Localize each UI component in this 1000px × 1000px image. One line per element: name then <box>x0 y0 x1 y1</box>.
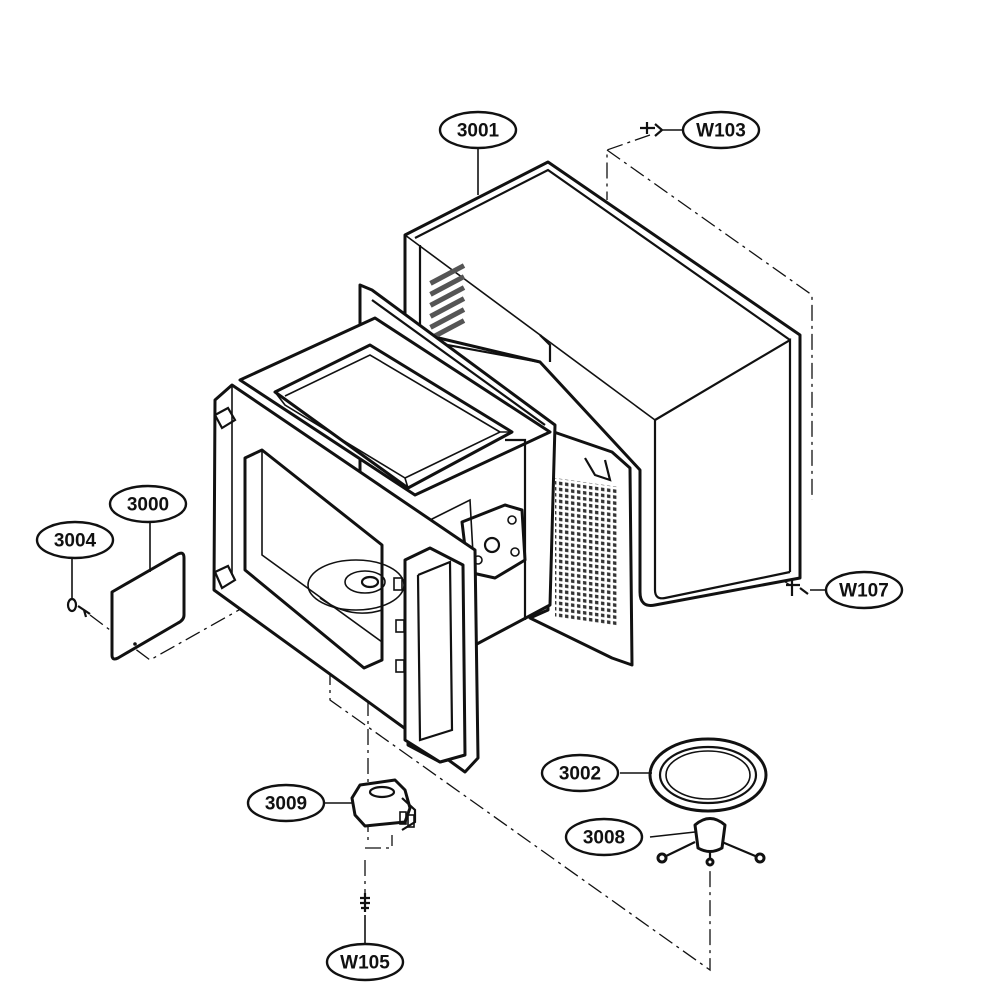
rear-panel <box>528 428 634 667</box>
callout-label: W103 <box>696 121 746 142</box>
callout-3001: 3001 <box>438 110 518 150</box>
screw-W103 <box>640 122 664 137</box>
callout-label: 3001 <box>457 121 500 142</box>
callout-W105: W105 <box>325 942 405 982</box>
screw-W105 <box>360 893 370 912</box>
turntable-motor <box>350 778 417 831</box>
callout-3000: 3000 <box>108 484 188 524</box>
callout-3008: 3008 <box>564 817 644 857</box>
cabinet-vent-slots <box>429 263 466 341</box>
callout-label: 3009 <box>265 794 307 815</box>
callout-label: 3000 <box>127 495 169 516</box>
screw-W107 <box>786 580 809 596</box>
callout-W107: W107 <box>824 570 904 610</box>
front-frame <box>212 383 480 774</box>
callout-3002: 3002 <box>540 753 620 793</box>
callout-label: 3002 <box>559 764 601 785</box>
callout-3009: 3009 <box>246 783 326 823</box>
callout-label: W105 <box>340 953 390 974</box>
callout-label: 3004 <box>54 531 97 552</box>
screw-3004 <box>66 597 91 618</box>
waveguide-cover-plate <box>110 551 186 661</box>
callout-label: 3008 <box>583 828 625 849</box>
leader-lines <box>71 129 830 943</box>
callout-3004: 3004 <box>35 520 115 560</box>
roller-ring <box>648 737 768 813</box>
turntable-window-disc <box>307 559 405 614</box>
turntable-coupler <box>656 817 766 867</box>
outer-cabinet <box>403 160 802 607</box>
callout-W103: W103 <box>681 110 761 150</box>
callout-label: W107 <box>839 581 889 602</box>
